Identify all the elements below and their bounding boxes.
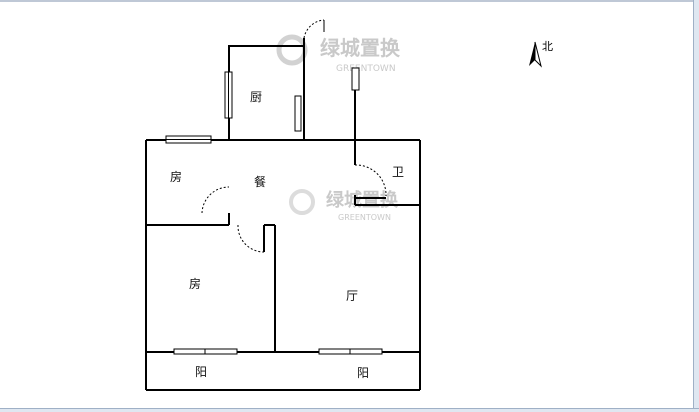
room-label-bathroom: 卫	[392, 165, 404, 179]
passage-window	[351, 67, 360, 91]
windows	[165, 67, 383, 355]
north-compass: 北	[529, 40, 553, 68]
window-bottom-border	[0, 408, 699, 412]
watermark-logo-icon	[276, 34, 308, 66]
bathroom-door-swing	[354, 164, 387, 197]
room-label-living: 厅	[346, 289, 358, 303]
window-right-border	[693, 0, 699, 412]
north-arrow-icon	[529, 42, 535, 66]
north-label: 北	[542, 40, 553, 53]
room-label-balcony-left: 阳	[195, 365, 207, 379]
watermark-top: 绿城置换 GREENTOWN	[276, 34, 401, 74]
window-top-edge	[0, 0, 699, 2]
bedroom-large-door-swing	[237, 224, 265, 253]
watermark-subtext: GREENTOWN	[336, 64, 396, 74]
room-label-bedroom-large: 房	[189, 276, 201, 291]
room-label-balcony-right: 阳	[357, 366, 369, 380]
kitchen-right-window	[294, 95, 302, 132]
room-label-bedroom-small: 房	[170, 169, 182, 184]
watermark-subtext: GREENTOWN	[338, 213, 391, 222]
watermark-text: 绿城置换	[320, 36, 401, 60]
room-label-kitchen: 厨	[250, 90, 262, 104]
door-swings	[201, 19, 387, 253]
room-label-dining: 餐	[254, 174, 266, 189]
watermark-text: 绿城置换	[326, 189, 399, 211]
watermark-logo-icon	[289, 189, 315, 215]
bedroom-small-door-swing	[201, 186, 230, 214]
